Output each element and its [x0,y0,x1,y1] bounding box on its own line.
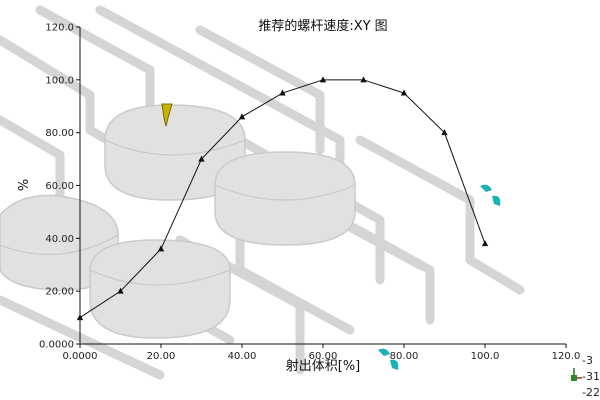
series-layer [76,76,489,321]
data-point-marker [117,287,124,294]
x-tick-label: 40.00 [228,351,257,362]
x-tick-label: 120.0 [552,351,581,362]
data-point-marker [400,89,408,96]
mold-model-background [0,5,525,380]
corner-label-3: -22 [582,386,600,399]
y-tick-label: 80.00 [45,128,74,139]
corner-coordinate-labels: -3 -31 -22 [582,354,600,399]
cyan-sensor-markers [378,184,501,370]
x-tick-label: 100.0 [471,351,500,362]
corner-label-1: -3 [582,354,593,367]
x-tick-label: 80.00 [390,351,419,362]
triad-origin-icon [571,368,582,381]
y-tick-label: 60.00 [45,181,74,192]
x-tick-label: 60.00 [309,351,338,362]
y-tick-label: 40.00 [45,234,74,245]
y-axis-label: % [17,179,32,191]
data-point-marker [481,240,489,247]
y-tick-label: 20.00 [45,287,74,298]
data-point-marker [157,245,165,252]
data-point-marker [319,76,327,83]
data-point-marker [279,89,286,96]
chart-axes: 0.0000 20.00 40.00 60.00 80.00 100.0 120.0 0.0… [39,23,580,363]
x-tick-label: 20.00 [147,351,176,362]
y-tick-label: 120.0 [45,23,74,34]
y-tick-label: 0.0000 [39,340,74,351]
data-point-marker [360,76,367,83]
chart-title: 推荐的螺杆速度:XY 图 [258,18,387,34]
corner-label-2: -31 [582,370,600,383]
data-point-marker [238,113,246,120]
x-axis-label: 射出体积[%] [286,358,361,374]
yellow-gate-marker [161,103,173,127]
data-point-marker [76,314,84,321]
data-point-marker [441,129,448,136]
x-axis-ticks: 0.0000 20.00 40.00 60.00 80.00 100.0 120.0 [63,344,581,362]
y-axis-ticks: 0.0000 20.00 40.00 60.00 80.00 100.0 120.0 [39,23,80,351]
y-tick-label: 100.0 [45,75,74,86]
data-point-marker [198,155,205,162]
x-tick-label: 0.0000 [63,351,98,362]
